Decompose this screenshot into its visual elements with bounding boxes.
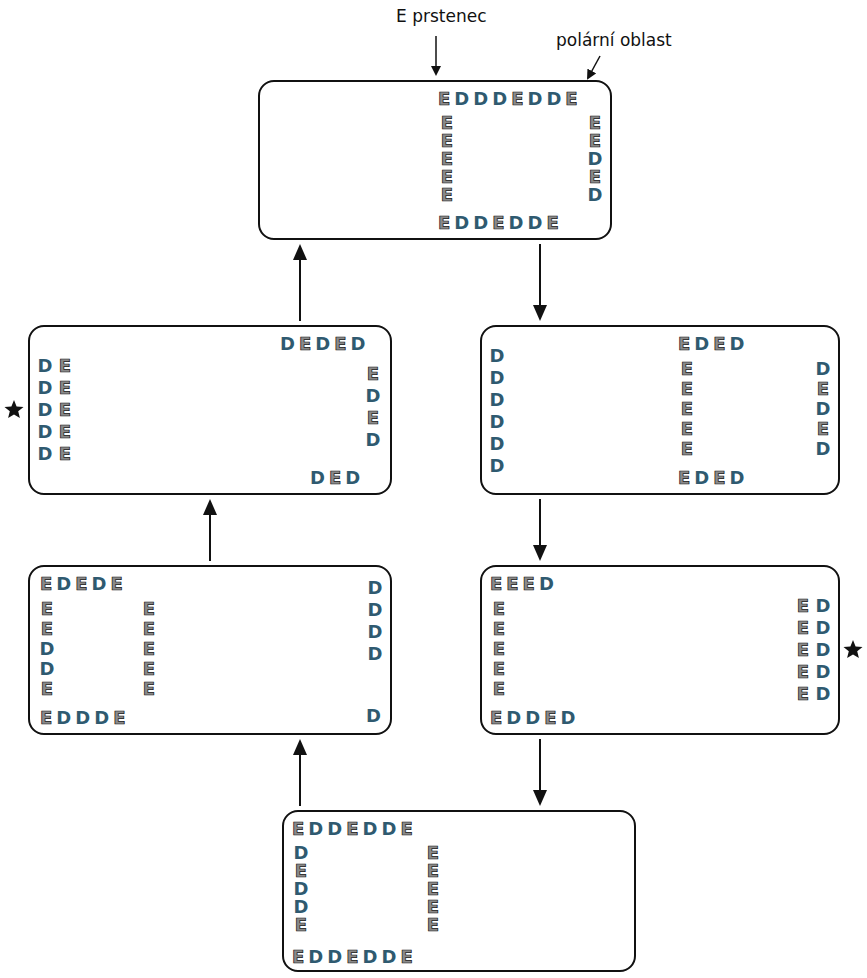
cycle-arrow <box>533 739 547 806</box>
protein-column: EDED <box>364 363 382 451</box>
protein-column: DEDDE <box>292 844 310 934</box>
protein-column: EEEEE <box>794 595 812 705</box>
protein-column: DDDDD <box>814 595 832 705</box>
protein-column: DDDDD <box>36 355 54 465</box>
cycle-arrow <box>533 499 547 561</box>
protein-row: EDED <box>678 333 749 355</box>
protein-column: EEEEE <box>438 114 456 204</box>
cycle-arrow <box>293 739 307 806</box>
protein-column: EEEEE <box>490 599 508 699</box>
protein-row: EDDDE <box>40 707 129 729</box>
leader-arrow <box>588 56 600 78</box>
cell-outline: DDDDDD EDED EEEEE DEDED EDED <box>480 325 840 495</box>
protein-row: EEED <box>490 573 558 595</box>
protein-column: EEEEE <box>424 844 442 934</box>
protein-column: EEEEE <box>140 599 158 699</box>
protein-row: EDDDEDDE <box>438 88 582 110</box>
protein-column: EEEEE <box>678 359 696 459</box>
protein-row: DEDED <box>280 333 369 355</box>
cell-outline: EDEDEEEDDEEEEEEEDDDEDDDDD <box>28 565 392 735</box>
protein-row: EDDEDDE <box>438 212 563 234</box>
protein-column: DEDED <box>814 359 832 459</box>
leader-arrow <box>435 36 437 74</box>
star-symbol <box>5 400 24 418</box>
protein-row: DED <box>310 467 364 489</box>
cell-outline: EDDDEDDEEEDED EEEEE EDDEDDE <box>258 80 612 240</box>
callout-label: polární oblast <box>556 30 672 50</box>
cell-outline: EDDEDDE DEDDE EEEEE EDDEDDE <box>282 810 636 972</box>
cell-outline: EEEDEEEEEEDDEDEEEEEDDDDD <box>480 565 840 735</box>
protein-column: EEDED <box>586 114 604 204</box>
cycle-arrow <box>203 499 217 561</box>
cell-outline: DDDDDEEEEE DEDED EDEDDED <box>28 325 392 495</box>
protein-row: D <box>366 705 385 727</box>
protein-column: DDDD <box>366 577 384 665</box>
protein-row: EDED <box>678 467 749 489</box>
protein-column: DDDDDD <box>488 345 506 477</box>
star-symbol <box>844 640 863 658</box>
callout-label: E prstenec <box>396 6 487 26</box>
cycle-arrow <box>293 244 307 321</box>
cycle-arrow <box>533 244 547 321</box>
protein-row: EDEDE <box>40 573 127 595</box>
protein-column: EEEEE <box>56 355 74 465</box>
protein-row: EDDEDDE <box>292 818 417 840</box>
protein-column: EEDDE <box>38 599 56 699</box>
protein-row: EDDEDDE <box>292 946 417 968</box>
protein-row: EDDED <box>490 707 579 729</box>
